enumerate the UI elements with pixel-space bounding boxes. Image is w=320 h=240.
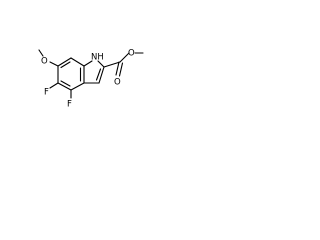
bond-carbonyl-c-ester-o <box>119 52 130 63</box>
bond-c4-c5-inner <box>60 80 71 87</box>
atom-label-o-methoxy: O <box>41 57 48 67</box>
bond-c2-c3 <box>98 66 105 84</box>
atom-label-o-ester: O <box>128 49 135 59</box>
bond-carbonyl-double-b <box>118 62 124 77</box>
atom-label-f-upper: F <box>44 88 49 98</box>
bond-c6-c7-inner <box>60 61 71 69</box>
bond-c6-o <box>49 61 59 67</box>
bond-c5-f <box>49 82 59 89</box>
bond-c7a-n1 <box>83 60 93 67</box>
atom-label-nh: NH <box>91 53 104 63</box>
atom-label-o-carbonyl: O <box>114 78 121 88</box>
molecule-structure: NH F F O O O <box>38 49 144 110</box>
atom-label-f-lower: F <box>67 100 72 110</box>
bond-c4-c5 <box>57 82 72 91</box>
bond-c2-c3-inner <box>95 68 102 81</box>
bond-c7-c7a <box>70 57 85 67</box>
bond-c6-c7 <box>57 57 72 67</box>
bond-c2-carbonyl-c <box>103 61 121 68</box>
bond-n1-c2 <box>97 60 105 68</box>
bond-c3a-c4 <box>70 82 85 91</box>
bond-o-methyl <box>38 49 44 57</box>
bond-carbonyl-double-a <box>115 61 120 76</box>
